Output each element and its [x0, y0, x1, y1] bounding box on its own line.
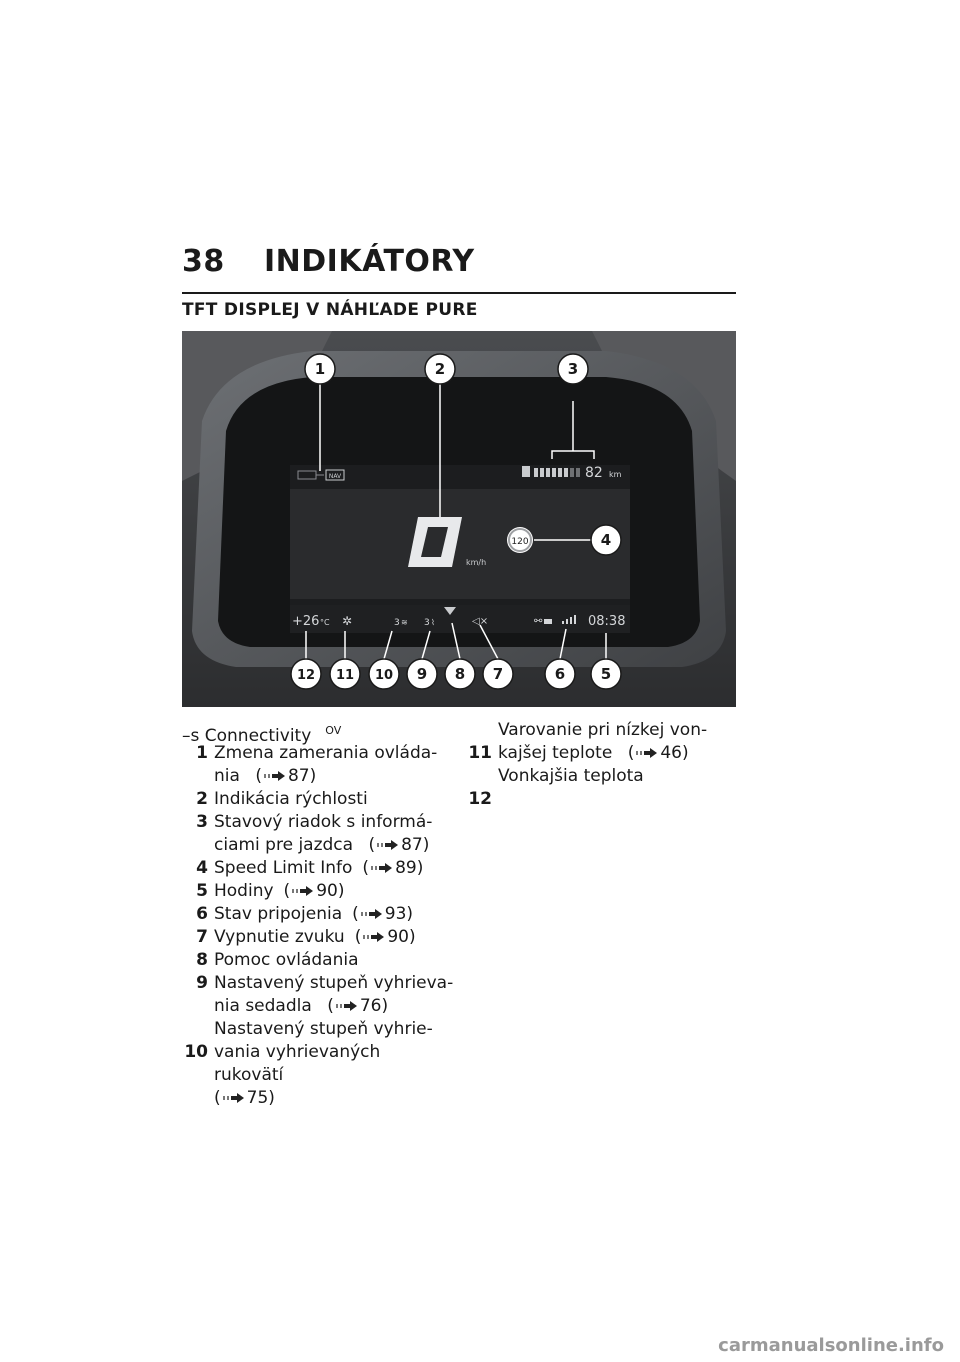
callout-4: 4	[590, 524, 622, 556]
svg-text:3: 3	[568, 360, 578, 378]
temperature-value: +26	[292, 614, 319, 629]
speed-indicator: km/h	[408, 517, 486, 567]
callout-markers: 1 2 3 4 5 6 7 8 9 10 11 12	[290, 353, 622, 690]
speed-unit: km/h	[466, 558, 486, 567]
speed-limit-value: 120	[511, 537, 528, 547]
chapter-title: INDIKÁTORY	[264, 244, 475, 279]
range-value: 82	[585, 465, 603, 481]
legend-item-1: 1 Zmena zamerania ovláda-nia (87)	[196, 743, 438, 786]
bottom-bar: +26 °C ✲ 3 ≋ 3 ⌇ ◁× ⚯ 08:38	[292, 607, 625, 629]
legend-item-3: 3 Stavový riadok s informá-ciami pre jaz…	[196, 812, 433, 855]
svg-text:10: 10	[375, 668, 393, 683]
legend-item-7: 7 Vypnutie zvuku(90)	[196, 927, 416, 947]
speed-limit-sign: 120	[507, 527, 533, 553]
callout-lines	[305, 383, 607, 660]
mute-icon: ◁×	[472, 616, 488, 627]
page-ref-arrow-icon: (	[284, 881, 317, 901]
legend-item-6: 6 Stav pripojenia(93)	[196, 904, 414, 924]
seat-heat-icon: ⌇	[431, 618, 435, 627]
range-unit: km	[609, 470, 622, 479]
frost-warning-icon: ✲	[342, 614, 352, 628]
svg-text:6: 6	[555, 665, 565, 683]
callout-8: 8	[444, 658, 476, 690]
page-ref-arrow-icon: (	[352, 904, 385, 924]
legend-right-column: 11 Varovanie pri nízkej von-kajšej teplo…	[466, 719, 736, 811]
page-ref-arrow-icon: (	[362, 858, 395, 878]
clock-value: 08:38	[588, 614, 625, 629]
legend-item-11: 11 Varovanie pri nízkej von-kajšej teplo…	[468, 720, 708, 763]
legend-item-12: 12 Vonkajšia teplota	[468, 766, 644, 809]
svg-text:9: 9	[417, 665, 427, 683]
connectivity-label: –s Connectivity	[182, 726, 312, 746]
legend-item-5: 5 Hodiny(90)	[196, 881, 345, 901]
svg-text:8: 8	[455, 665, 465, 683]
callout-5: 5	[590, 658, 622, 690]
page-number: 38	[182, 244, 225, 279]
svg-text:12: 12	[297, 668, 315, 683]
callout-1: 1	[304, 353, 336, 385]
legend-item-2: 2 Indikácia rýchlosti	[196, 789, 368, 809]
callout-11: 11	[329, 658, 361, 690]
legend-item-8: 8 Pomoc ovládania	[196, 950, 359, 970]
tft-display-figure: NAV 82 km km/h 120	[182, 331, 736, 707]
callout-9: 9	[406, 658, 438, 690]
callout-3: 3	[557, 353, 589, 385]
legend-item-4: 4 Speed Limit Info(89)	[196, 858, 424, 878]
page-ref-arrow-icon: (	[255, 766, 288, 786]
page-ref-arrow-icon: (	[368, 835, 401, 855]
callout-2: 2	[424, 353, 456, 385]
grip-heat-level: 3	[394, 618, 400, 628]
page-ref-arrow-icon: (	[355, 927, 388, 947]
callout-6: 6	[544, 658, 576, 690]
watermark: carmanualsonline.info	[718, 1335, 944, 1356]
temperature-unit: °C	[320, 618, 330, 627]
header-rule	[182, 292, 736, 294]
svg-text:11: 11	[336, 668, 354, 683]
callout-7: 7	[482, 658, 514, 690]
svg-text:4: 4	[601, 531, 611, 549]
page-ref-arrow-icon: (	[214, 1088, 247, 1108]
nav-label: NAV	[329, 473, 342, 480]
legend-item-9: 9 Nastavený stupeň vyhrieva-nia sedadla …	[196, 973, 454, 1016]
callout-10: 10	[368, 658, 400, 690]
svg-text:2: 2	[435, 360, 445, 378]
page-header: 38 INDIKÁTORY	[182, 244, 475, 279]
grip-heat-icon: ≋	[401, 618, 408, 627]
page-ref-arrow-icon: (	[327, 996, 360, 1016]
section-title: TFT DISPLEJ V NÁHĽADE PURE	[182, 300, 478, 320]
seat-heat-level: 3	[424, 618, 430, 628]
legend-item-10: 10 Nastavený stupeň vyhrie-vania vyhriev…	[184, 1019, 433, 1108]
svg-text:5: 5	[601, 665, 611, 683]
fuel-gauge: 82 km	[522, 465, 622, 481]
svg-text:7: 7	[493, 665, 503, 683]
status-bar-left: NAV	[297, 469, 345, 481]
legend-left-column: 1 Zmena zamerania ovláda-nia (87) 2 Indi…	[182, 742, 454, 1108]
page-ref-arrow-icon: (	[628, 743, 661, 763]
svg-text:1: 1	[315, 360, 325, 378]
control-help-icon	[444, 607, 456, 615]
connectivity-marker: OV	[325, 724, 342, 737]
connection-icon: ⚯	[534, 616, 543, 627]
callout-12: 12	[290, 658, 322, 690]
connectivity-note: –s Connectivity OV	[182, 719, 341, 748]
